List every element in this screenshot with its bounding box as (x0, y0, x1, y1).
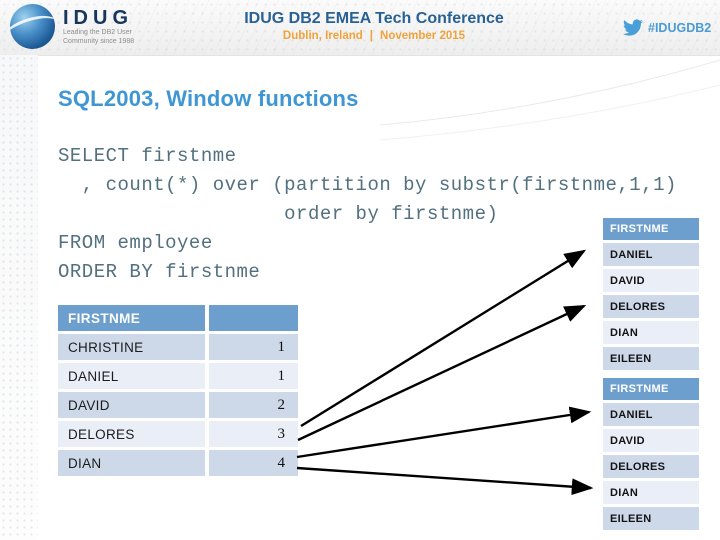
firstnme-cell: CHRISTINE (58, 334, 205, 360)
list-item: DANIEL (603, 243, 699, 266)
code-line: , count(*) over (partition by substr(fir… (58, 174, 677, 196)
table-row: DIAN 4 (58, 450, 298, 476)
table-row: DELORES 3 (58, 421, 298, 447)
firstnme-cell: DAVID (58, 392, 205, 418)
hashtag-label: #IDUGDB2 (648, 20, 712, 35)
logo-brand-text: IDUG (63, 7, 133, 29)
logo-tagline-line2: Community since 1988 (63, 37, 135, 45)
idug-logo: IDUG Leading the DB2 User Community sinc… (10, 4, 134, 49)
conference-heading: IDUG DB2 EMEA Tech Conference Dublin, Ir… (244, 9, 504, 43)
subtitle-separator: | (369, 30, 374, 42)
partition-list-header: FIRSTNME (603, 218, 699, 240)
count-cell: 3 (209, 421, 298, 447)
conference-banner: IDUG Leading the DB2 User Community sinc… (0, 0, 720, 56)
social-hashtag-block: #IDUGDB2 (623, 19, 711, 36)
code-line: FROM employee (58, 232, 213, 254)
conference-location: Dublin, Ireland (282, 30, 363, 42)
table-row: DANIEL 1 (58, 363, 298, 389)
conference-subtitle: Dublin, Ireland | November 2015 (244, 29, 504, 43)
decorative-side-band (0, 55, 38, 540)
count-cell: 4 (209, 450, 298, 476)
logo-tagline-line1: Leading the DB2 User (63, 29, 132, 36)
firstnme-cell: DIAN (58, 450, 205, 476)
arrow-count4-to-list2-daniel (296, 406, 592, 459)
table-row: CHRISTINE 1 (58, 334, 298, 360)
column-header-count (209, 305, 298, 331)
table-row: DAVID 2 (58, 392, 298, 418)
list-item: DELORES (603, 295, 699, 318)
arrow-count4-to-list2-dian (296, 466, 594, 496)
decorative-swoosh (380, 59, 720, 141)
column-header-firstnme: FIRSTNME (58, 305, 205, 331)
list-item: DIAN (603, 321, 699, 344)
twitter-bird-icon (623, 19, 643, 36)
code-line: ORDER BY firstnme (58, 261, 261, 283)
partition-list-header: FIRSTNME (603, 378, 699, 400)
conference-title: IDUG DB2 EMEA Tech Conference (244, 10, 504, 27)
count-cell: 2 (209, 392, 298, 418)
list-item: DELORES (603, 455, 699, 478)
list-item: DAVID (603, 269, 699, 292)
result-table-header-row: FIRSTNME (58, 305, 298, 331)
firstnme-cell: DELORES (58, 421, 205, 447)
list-item: DANIEL (603, 403, 699, 426)
count-cell: 1 (209, 363, 298, 389)
conference-date: November 2015 (380, 30, 466, 42)
query-result-table: FIRSTNME CHRISTINE 1 DANIEL 1 DAVID 2 DE… (58, 305, 298, 479)
list-item: DAVID (603, 429, 699, 452)
count-cell: 1 (209, 334, 298, 360)
list-item: DIAN (603, 481, 699, 504)
arrow-count3-to-list1-delores (297, 304, 587, 442)
list-item: EILEEN (603, 507, 699, 530)
idug-globe-icon (10, 4, 55, 49)
firstnme-cell: DANIEL (58, 363, 205, 389)
sql-code-block: SELECT firstnme , count(*) over (partiti… (58, 142, 677, 287)
partition-name-list-2: FIRSTNME DANIEL DAVID DELORES DIAN EILEE… (603, 378, 699, 530)
code-line: SELECT firstnme (58, 145, 237, 167)
code-line: order by firstnme) (58, 203, 499, 225)
list-item: EILEEN (603, 347, 699, 370)
partition-name-list-1: FIRSTNME DANIEL DAVID DELORES DIAN EILEE… (603, 218, 699, 370)
slide-title: SQL2003, Window functions (58, 86, 359, 111)
